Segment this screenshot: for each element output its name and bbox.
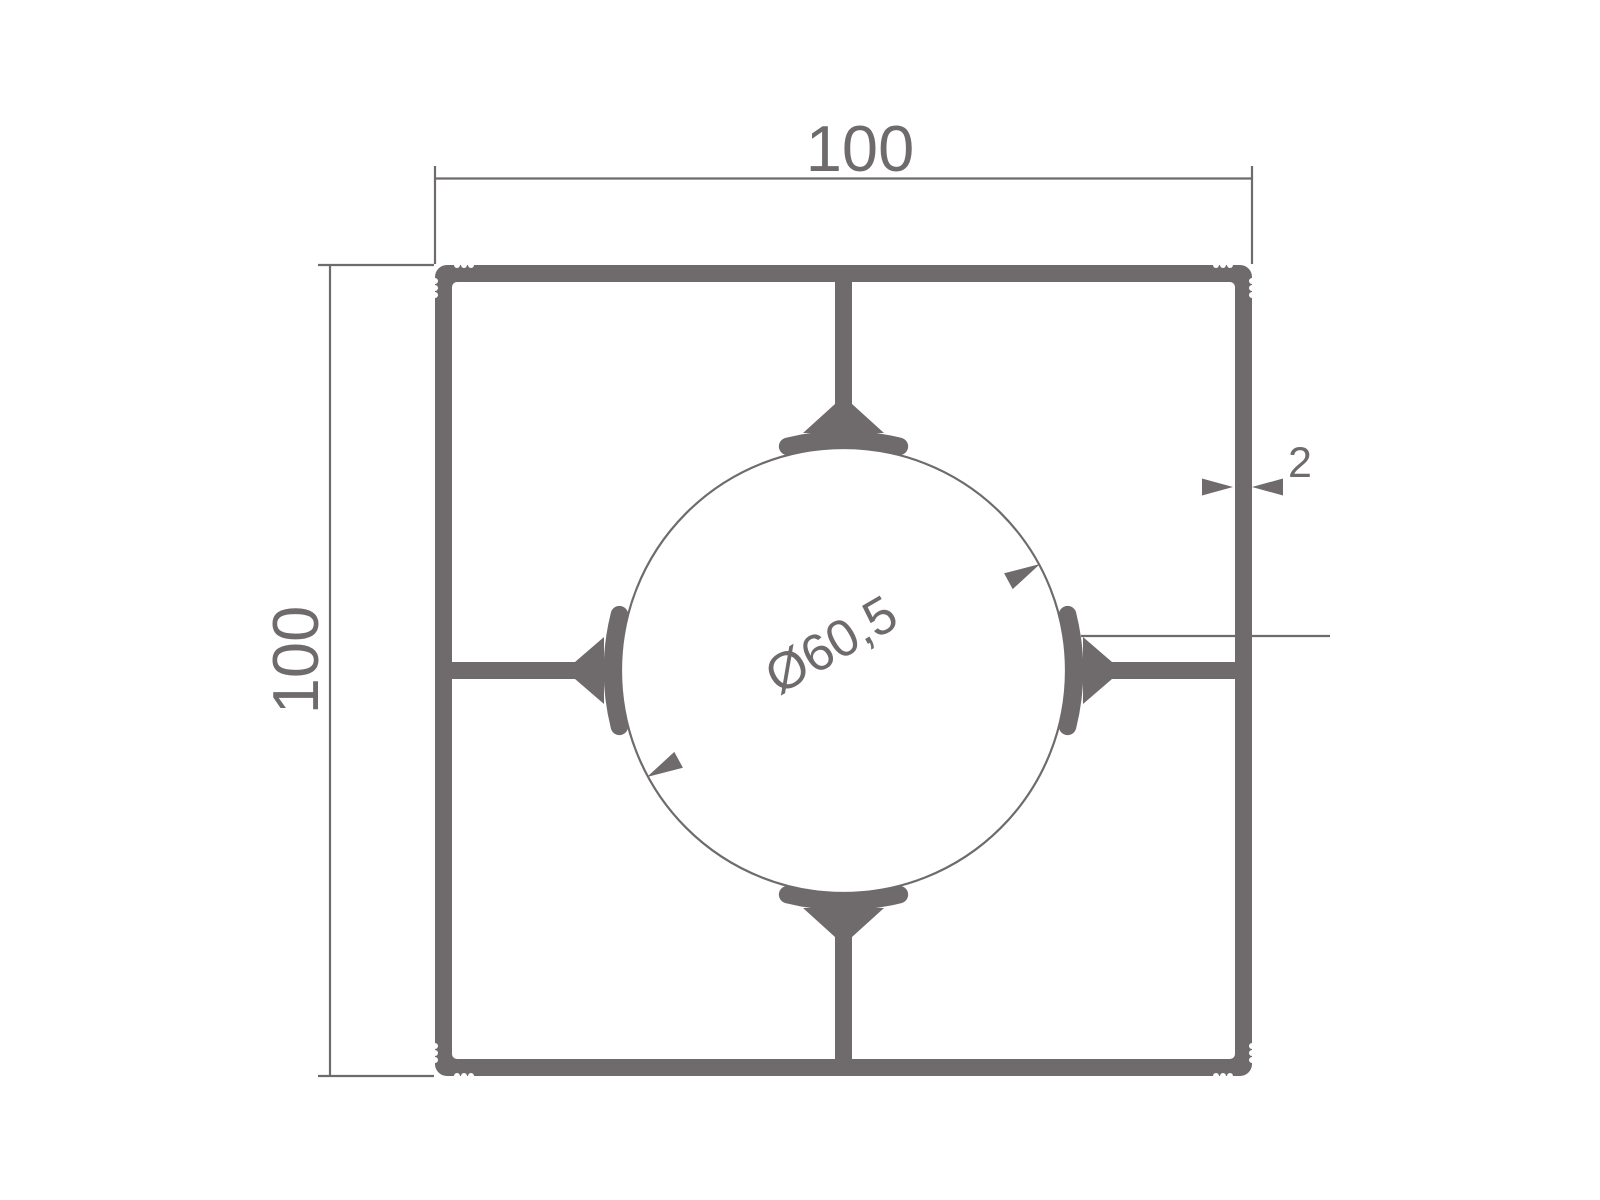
serration-notch [468, 262, 474, 268]
serration-notch [1227, 262, 1233, 268]
serration-notch [1213, 1073, 1219, 1079]
serration-notch [432, 285, 438, 291]
width-dimension-label: 100 [806, 112, 914, 185]
web-left [452, 637, 604, 704]
serration-notch [432, 292, 438, 298]
corner-serrations [432, 262, 1255, 1079]
diameter-arrow-upper-right [1004, 564, 1040, 590]
serration-notch [1227, 1073, 1233, 1079]
bore-pad-bottom [778, 885, 909, 911]
wall-thickness-arrow-right [1252, 478, 1283, 496]
web-bottom [803, 908, 884, 1059]
serration-notch [432, 1043, 438, 1049]
bore-pad-top [778, 430, 909, 456]
wall-thickness-arrow-left [1202, 478, 1233, 496]
serration-notch [1249, 278, 1255, 284]
web-right [1083, 637, 1235, 704]
wall-thickness-label: 2 [1288, 439, 1312, 487]
serration-notch [1220, 262, 1226, 268]
profile-body [432, 262, 1255, 1079]
serration-notch [1249, 1050, 1255, 1056]
dimension-wall-thickness: 2 [1202, 439, 1312, 496]
bore-circle [619, 446, 1068, 895]
serration-notch [432, 1057, 438, 1063]
serration-notch [1220, 1073, 1226, 1079]
serration-notch [1249, 1043, 1255, 1049]
serration-notch [461, 262, 467, 268]
web-top [803, 281, 884, 433]
diameter-arrow-lower-left [647, 751, 683, 777]
serration-notch [1249, 1057, 1255, 1063]
serration-notch [432, 278, 438, 284]
diameter-dimension-label: Ø60,5 [756, 585, 908, 706]
dimension-width: 100 [433, 112, 1254, 264]
serration-notch [1213, 262, 1219, 268]
dimension-height: 100 [259, 263, 434, 1078]
serration-notch [454, 262, 460, 268]
serration-notch [1249, 285, 1255, 291]
serration-notch [461, 1073, 467, 1079]
bore-pad-right [1058, 605, 1084, 736]
serration-notch [454, 1073, 460, 1079]
serration-notch [432, 1050, 438, 1056]
bore-pad-left [603, 605, 629, 736]
serration-notch [468, 1073, 474, 1079]
height-dimension-label: 100 [259, 606, 332, 714]
serration-notch [1249, 292, 1255, 298]
